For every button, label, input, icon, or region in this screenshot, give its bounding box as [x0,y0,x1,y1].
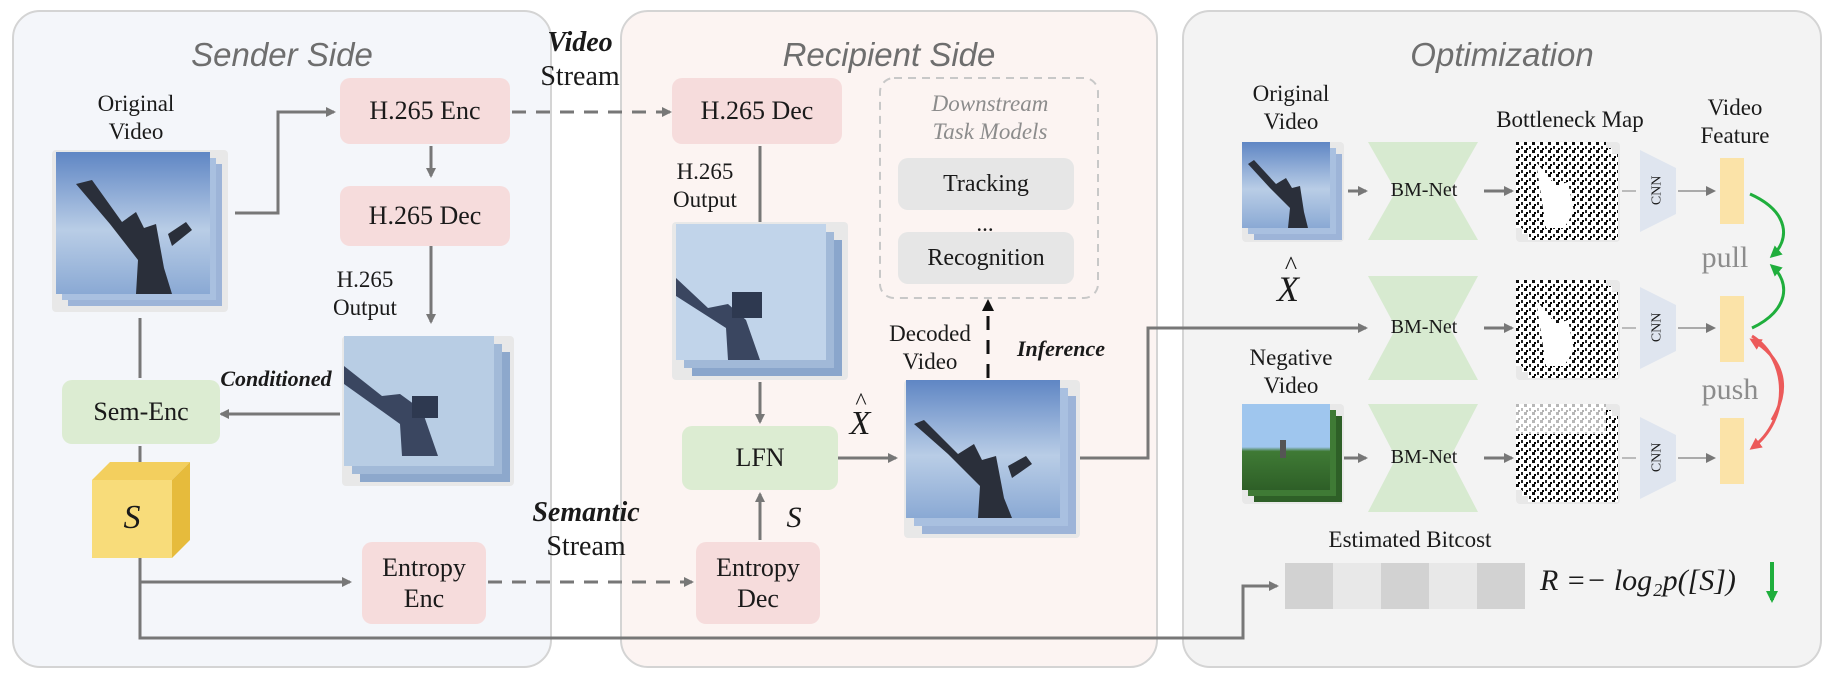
opt-x-hat-caret: ^ [1284,251,1298,280]
bottleneck-map-3 [1516,404,1620,504]
recipient-h265-output-label: H.265 Output [673,159,737,212]
recipient-h265-output-thumbnail [672,222,848,380]
semantic-stream-rest: Stream [546,530,626,562]
tracking-box: Tracking [898,158,1074,210]
h265-output-thumbnail [342,336,514,486]
optimization-panel: Optimization [1182,10,1822,668]
lfn-box: LFN [682,426,838,490]
opt-original-video-label: Original Video [1252,81,1330,134]
recognition-box: Recognition [898,232,1074,284]
video-stream-rest: Stream [540,60,620,92]
negative-video-label: Negative Video [1249,345,1333,398]
decoded-video-thumbnail [904,380,1080,538]
cnn-label-2: CNN [1649,312,1665,343]
video-stream-bold: Video [547,27,613,58]
bmnet-label-3: BM-Net [1390,446,1458,468]
optimization-title: Optimization [1410,36,1594,73]
push-label: push [1701,373,1759,406]
entropy-enc-box: Entropy Enc [362,542,486,624]
original-video-thumbnail [52,150,228,312]
s-latent-symbol: S [123,499,141,536]
bottleneck-map-label: Bottleneck Map [1496,107,1644,132]
entropy-dec-box: Entropy Dec [696,542,820,624]
semantic-stream-label: Semantic Stream [516,496,656,563]
recipient-x-hat-caret: ^ [855,389,867,415]
recipient-s-symbol: S [786,501,802,534]
opt-original-video-thumbnail [1242,142,1344,242]
opt-x-hat: X [1277,269,1299,309]
video-stream-label: Video Stream [520,26,640,93]
recipient-side-title: Recipient Side [782,36,996,73]
cnn-label-1: CNN [1649,175,1665,206]
bottleneck-map-1 [1516,142,1620,242]
recipient-h265-dec-box: H.265 Dec [672,78,842,144]
sender-h265-output-label: H.265 Output [333,267,397,320]
h265-enc-box: H.265 Enc [340,78,510,144]
rate-equation: R =− log₂p([S]) [1540,564,1736,597]
bottleneck-map-2 [1516,280,1620,380]
recipient-x-hat: X [849,405,871,442]
sender-side-title: Sender Side [191,36,373,73]
downstream-ellipsis: ... [976,211,994,236]
inference-label: Inference [1017,336,1105,361]
semantic-stream-bold: Semantic [532,497,640,528]
conditioned-label: Conditioned [220,366,332,391]
h265-dec-box: H.265 Dec [340,186,510,246]
cnn-label-3: CNN [1649,442,1665,473]
s-latent-cube [92,462,190,558]
original-video-label: Original Video [97,91,175,144]
pull-label: pull [1701,241,1749,274]
video-feature-label: Video Feature [1700,95,1770,148]
downstream-title: Downstream Task Models [931,91,1049,144]
estimated-bitcost-label: Estimated Bitcost [1328,527,1492,552]
negative-video-thumbnail [1242,404,1344,504]
bmnet-label-2: BM-Net [1390,316,1458,338]
decoded-video-label: Decoded Video [889,321,971,374]
sem-enc-box: Sem-Enc [62,380,220,444]
bmnet-label-1: BM-Net [1390,179,1458,201]
